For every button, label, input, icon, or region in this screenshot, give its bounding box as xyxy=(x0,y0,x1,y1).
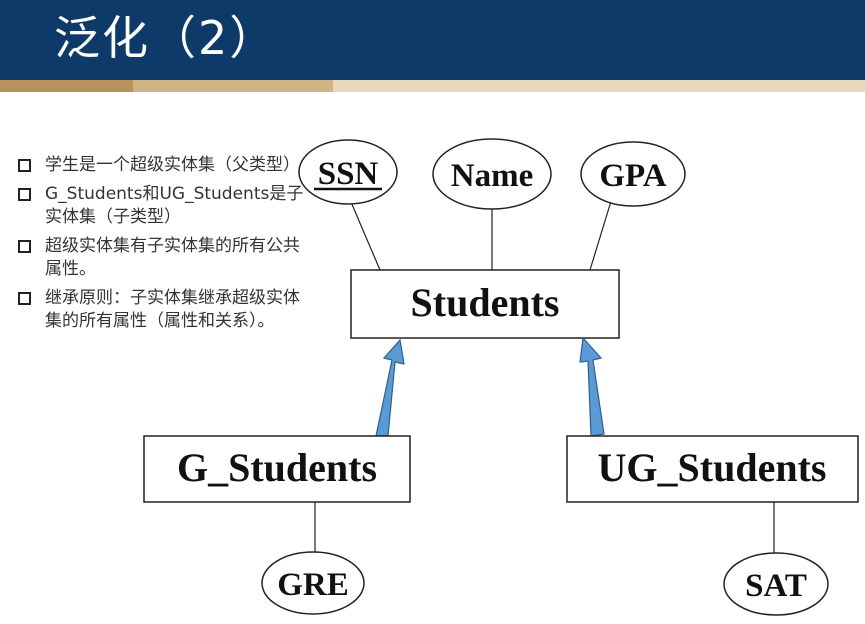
square-bullet-icon xyxy=(18,292,31,305)
attribute-label: GRE xyxy=(277,567,349,603)
square-bullet-icon xyxy=(18,159,31,172)
square-bullet-icon xyxy=(18,188,31,201)
entity-label: UG_Students xyxy=(598,445,827,490)
bullet-text: 超级实体集有子实体集的所有公共属性。 xyxy=(45,236,300,279)
bullet-item: 学生是一个超级实体集（父类型） xyxy=(18,154,308,177)
attribute-label: GPA xyxy=(599,158,666,194)
inheritance-arrow-icon xyxy=(579,336,605,437)
inheritance-arrow-icon xyxy=(375,338,405,437)
bullet-text: G_Students和UG_Students是子实体集（子类型） xyxy=(45,184,304,227)
connector-line xyxy=(347,194,381,271)
connector-line xyxy=(589,197,613,271)
entity-ug-students: UG_Students xyxy=(566,435,859,503)
bullet-text: 继承原则：子实体集继承超级实体集的所有属性（属性和关系）。 xyxy=(45,288,300,331)
attribute-gpa: GPA xyxy=(580,141,686,207)
bullet-item: G_Students和UG_Students是子实体集（子类型） xyxy=(18,183,308,229)
attribute-ssn: SSN xyxy=(298,139,398,205)
attribute-label: SSN xyxy=(318,156,379,192)
entity-label: G_Students xyxy=(177,445,377,490)
decor-stripe xyxy=(133,80,333,92)
title-bar: 泛化（2） xyxy=(0,0,865,80)
square-bullet-icon xyxy=(18,240,31,253)
entity-g-students: G_Students xyxy=(143,435,411,503)
attribute-sat: SAT xyxy=(723,552,829,616)
slide-title: 泛化（2） xyxy=(54,11,278,65)
bullet-item: 继承原则：子实体集继承超级实体集的所有属性（属性和关系）。 xyxy=(18,287,308,333)
attribute-label: Name xyxy=(451,158,533,194)
attribute-name: Name xyxy=(432,138,552,210)
attribute-label: SAT xyxy=(745,568,807,604)
decor-stripe xyxy=(0,80,133,92)
entity-students: Students xyxy=(350,269,620,339)
bullet-text: 学生是一个超级实体集（父类型） xyxy=(45,155,300,175)
attribute-gre: GRE xyxy=(261,551,365,615)
bullet-list: 学生是一个超级实体集（父类型） G_Students和UG_Students是子… xyxy=(18,154,308,339)
bullet-item: 超级实体集有子实体集的所有公共属性。 xyxy=(18,235,308,281)
decor-stripe xyxy=(333,80,865,92)
entity-label: Students xyxy=(411,280,560,325)
